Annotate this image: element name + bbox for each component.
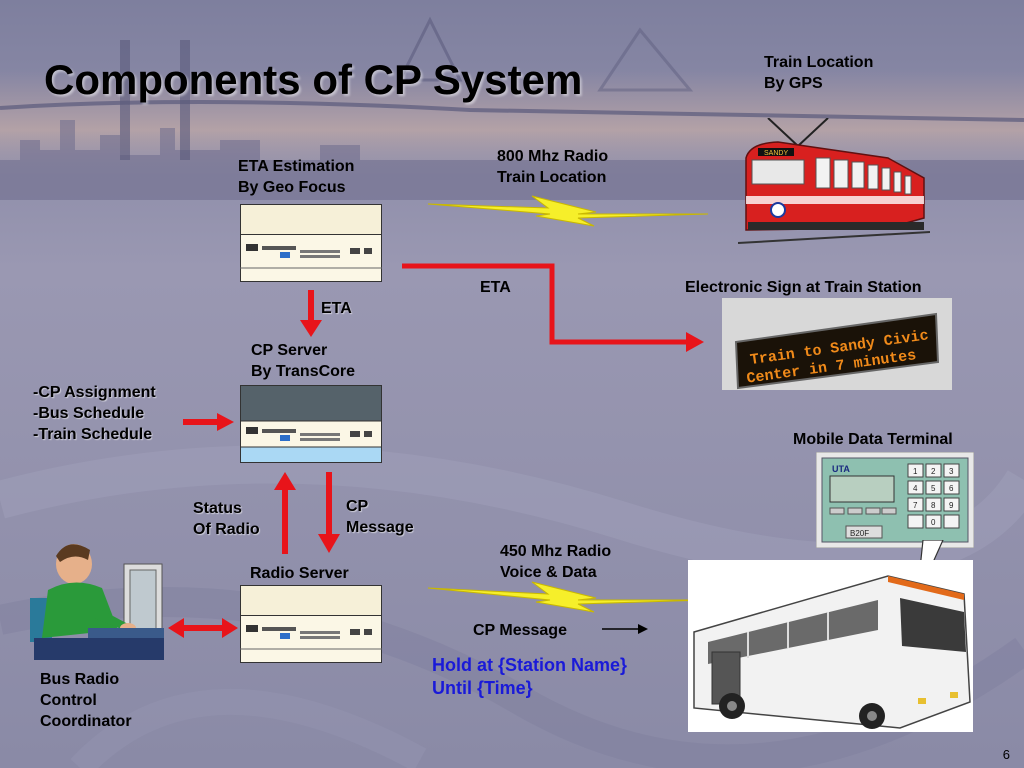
terminal-key-label: 5	[931, 484, 936, 493]
terminal-key[interactable]	[943, 497, 960, 512]
electronic-sign-image: Train to Sandy Civic Center in 7 minutes	[722, 298, 952, 390]
cp-server	[240, 385, 382, 463]
coordinator-line2: Control	[40, 692, 97, 709]
terminal-key[interactable]	[907, 463, 924, 478]
cp-message-line1: CP	[346, 498, 369, 515]
cp-server-line1: CP Server	[251, 342, 328, 359]
terminal-keypad: 1 2 3 4 5 6 7 8 9 0	[907, 463, 960, 529]
radio-800-line2: Train Location	[497, 169, 607, 186]
terminal-key[interactable]	[907, 480, 924, 495]
terminal-key-label: 4	[913, 484, 918, 493]
input-train-schedule: -Train Schedule	[33, 426, 153, 443]
radio-link-800-lightning	[428, 195, 708, 227]
terminal-key[interactable]	[925, 463, 942, 478]
terminal-key-label: 3	[949, 467, 954, 476]
cp-server-inputs: -CP Assignment -Bus Schedule -Train Sche…	[33, 382, 156, 445]
eta-estimation-line2: By Geo Focus	[238, 179, 346, 196]
terminal-key[interactable]	[907, 514, 924, 529]
radio-server	[240, 585, 382, 663]
terminal-key-label: 8	[931, 501, 936, 510]
terminal-key[interactable]	[925, 480, 942, 495]
terminal-key-label: 2	[931, 467, 936, 476]
radio-450-line2: Voice & Data	[500, 564, 597, 581]
radio-450-line1: 450 Mhz Radio	[500, 543, 612, 560]
cp-message-arrow-label: CP Message	[473, 622, 567, 639]
page-title: Components of CP System	[44, 56, 583, 103]
mobile-data-terminal-image: UTA B20F 1 2 3 4 5 6 7 8 9 0	[816, 452, 974, 548]
mobile-data-terminal-label: Mobile Data Terminal	[793, 431, 953, 448]
hold-message: Hold at {Station Name} Until {Time}	[432, 654, 627, 700]
status-line2: Of Radio	[193, 521, 260, 538]
coordinator-label: Bus Radio Control Coordinator	[40, 669, 132, 732]
eta-estimation-line1: ETA Estimation	[238, 158, 355, 175]
cp-message-vertical-label: CP Message	[346, 496, 414, 538]
terminal-brand: UTA	[832, 464, 850, 474]
coordinator-radio-arrow	[168, 618, 238, 638]
hold-message-line1: Hold at {Station Name}	[432, 655, 628, 675]
status-up-arrow	[274, 472, 296, 554]
train-location-line1: Train Location	[764, 54, 874, 71]
cp-server-line2: By TransCore	[251, 363, 356, 380]
terminal-screen-label: B20F	[850, 529, 869, 538]
eta-top-label: ETA	[480, 279, 511, 296]
cp-message-down-arrow	[318, 472, 340, 553]
terminal-key-label: 6	[949, 484, 954, 493]
input-bus-schedule: -Bus Schedule	[33, 405, 145, 422]
eta-estimation-server	[240, 204, 382, 282]
bus-image	[688, 560, 973, 732]
terminal-key-label: 0	[931, 518, 936, 527]
radio-450-label: 450 Mhz Radio Voice & Data	[500, 541, 611, 583]
train-image: SANDY	[738, 118, 930, 244]
terminal-key[interactable]	[943, 463, 960, 478]
cp-message-right-arrow	[602, 624, 648, 634]
radio-800-label: 800 Mhz Radio Train Location	[497, 146, 608, 188]
status-of-radio-label: Status Of Radio	[193, 498, 260, 540]
terminal-key[interactable]	[925, 497, 942, 512]
hold-message-line2: Until {Time}	[432, 678, 533, 698]
inputs-arrow	[183, 413, 234, 431]
bus-radio-coordinator-image	[30, 544, 164, 660]
coordinator-line1: Bus Radio	[40, 671, 120, 688]
electronic-sign-label: Electronic Sign at Train Station	[685, 279, 922, 296]
train-location-label: Train Location By GPS	[764, 52, 873, 94]
terminal-key[interactable]	[907, 497, 924, 512]
eta-to-sign-arrow	[402, 263, 704, 352]
cp-message-line2: Message	[346, 519, 414, 536]
terminal-key[interactable]	[925, 514, 942, 529]
coordinator-line3: Coordinator	[40, 713, 132, 730]
eta-down-arrow	[300, 290, 322, 337]
terminal-key[interactable]	[943, 480, 960, 495]
input-cp-assignment: -CP Assignment	[33, 384, 156, 401]
radio-800-line1: 800 Mhz Radio	[497, 148, 609, 165]
cp-server-label: CP Server By TransCore	[251, 340, 355, 382]
terminal-key-label: 7	[913, 501, 918, 510]
radio-link-450-lightning	[428, 581, 706, 613]
radio-server-label: Radio Server	[250, 565, 349, 582]
terminal-key-label: 9	[949, 501, 954, 510]
terminal-key-label: 1	[913, 467, 918, 476]
train-location-line2: By GPS	[764, 75, 823, 92]
terminal-key[interactable]	[943, 514, 960, 529]
train-destination-sign: SANDY	[764, 150, 788, 157]
eta-down-label: ETA	[321, 300, 352, 317]
eta-estimation-label: ETA Estimation By Geo Focus	[238, 156, 354, 198]
page-number: 6	[1002, 747, 1010, 762]
status-line1: Status	[193, 500, 242, 517]
